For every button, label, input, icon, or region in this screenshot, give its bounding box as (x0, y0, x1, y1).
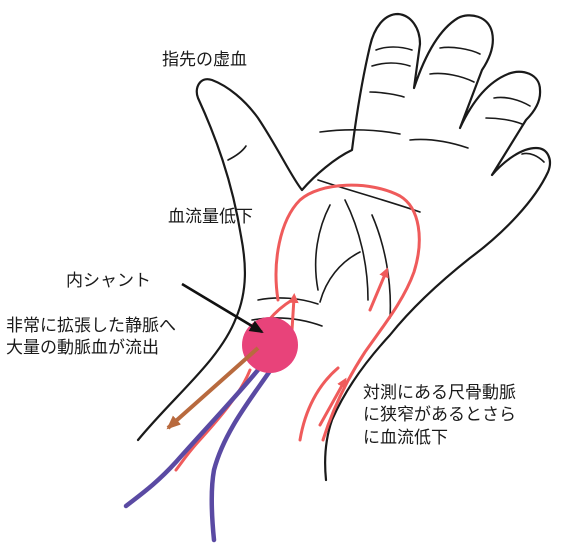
label-ulnar-stenosis-line-2: に狭窄があるとさら (363, 404, 516, 426)
vein-lines (126, 365, 272, 540)
vein-main (126, 365, 262, 506)
shunt-pointer (182, 284, 262, 332)
label-fingertip-ischemia: 指先の虚血 (162, 49, 247, 71)
label-ulnar-stenosis-line-3: に血流低下 (363, 427, 516, 449)
label-shunt: 内シャント (66, 270, 151, 292)
label-vein-flow-line-1: 非常に拡張した静脈へ (6, 315, 176, 337)
label-reduced-flow: 血流量低下 (168, 206, 253, 228)
label-ulnar-stenosis-line-1: 対測にある尺骨動脈 (363, 382, 516, 404)
label-vein-flow-line-2: 大量の動脈血が流出 (6, 337, 176, 359)
vein-branch (212, 368, 272, 540)
label-vein-flow: 非常に拡張した静脈へ 大量の動脈血が流出 (6, 315, 176, 360)
label-ulnar-stenosis: 対測にある尺骨動脈 に狭窄があるとさら に血流低下 (363, 382, 516, 449)
